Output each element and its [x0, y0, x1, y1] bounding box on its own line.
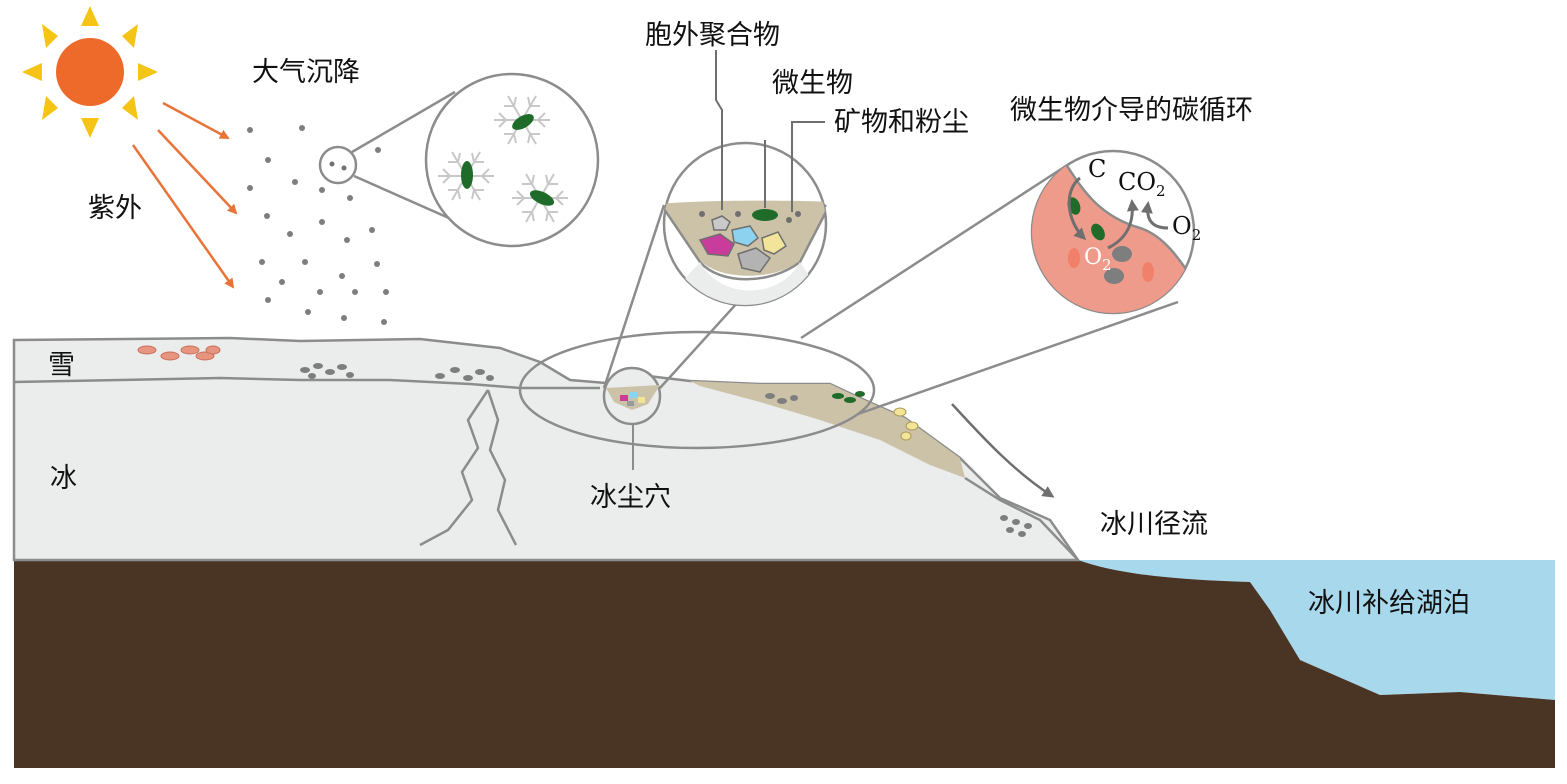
- deposition-particles: [247, 125, 389, 325]
- label-cryoconite: 冰尘穴: [590, 482, 671, 513]
- glacier-lake: [1078, 560, 1555, 700]
- slope-particles: [765, 391, 1032, 537]
- uv-arrows: [131, 101, 238, 289]
- carbon-cycle-circle: [1030, 149, 1196, 315]
- snowflake-circle: [424, 72, 600, 248]
- snow-algae-particles: [137, 345, 221, 361]
- label-precipitation: 大气沉降: [252, 57, 360, 88]
- label-eps: 胞外聚合物: [645, 20, 780, 51]
- glacier-margin-line: [964, 476, 1079, 561]
- deposition-zoom-circle: [318, 145, 358, 185]
- label-mineral-dust: 矿物和粉尘: [834, 107, 969, 138]
- label-carbon-cycle: 微生物介导的碳循环: [1010, 95, 1253, 126]
- magnifier-ellipse: [518, 330, 876, 450]
- label-microbe: 微生物: [772, 68, 853, 99]
- label-ice: 冰: [50, 463, 77, 494]
- label-o2-right: O2: [1172, 212, 1201, 244]
- label-co2: CO2: [1118, 168, 1166, 200]
- eps-circle: [662, 141, 828, 307]
- label-o2-left: O2: [1084, 245, 1112, 274]
- zoom-line: [857, 300, 1179, 416]
- mineral-pointer: [791, 121, 825, 212]
- label-lake: 冰川补给湖泊: [1308, 588, 1470, 619]
- zoom-line: [351, 90, 456, 154]
- sun-icon: [22, 6, 158, 138]
- eps-pointer: [715, 50, 723, 210]
- bedrock: [14, 560, 1555, 768]
- label-carbon: C: [1088, 155, 1106, 183]
- runoff-arrow: [951, 403, 1055, 498]
- snow-dust-particles: [300, 363, 494, 381]
- cryoconite-hole: [602, 366, 662, 426]
- label-snow: 雪: [48, 350, 75, 381]
- label-runoff: 冰川径流: [1100, 509, 1208, 540]
- zoom-line: [602, 204, 666, 389]
- crevasse: [419, 389, 518, 547]
- snow-layer-boundary: [13, 376, 600, 390]
- zoom-line: [800, 160, 1073, 340]
- label-uv: 紫外: [88, 193, 142, 224]
